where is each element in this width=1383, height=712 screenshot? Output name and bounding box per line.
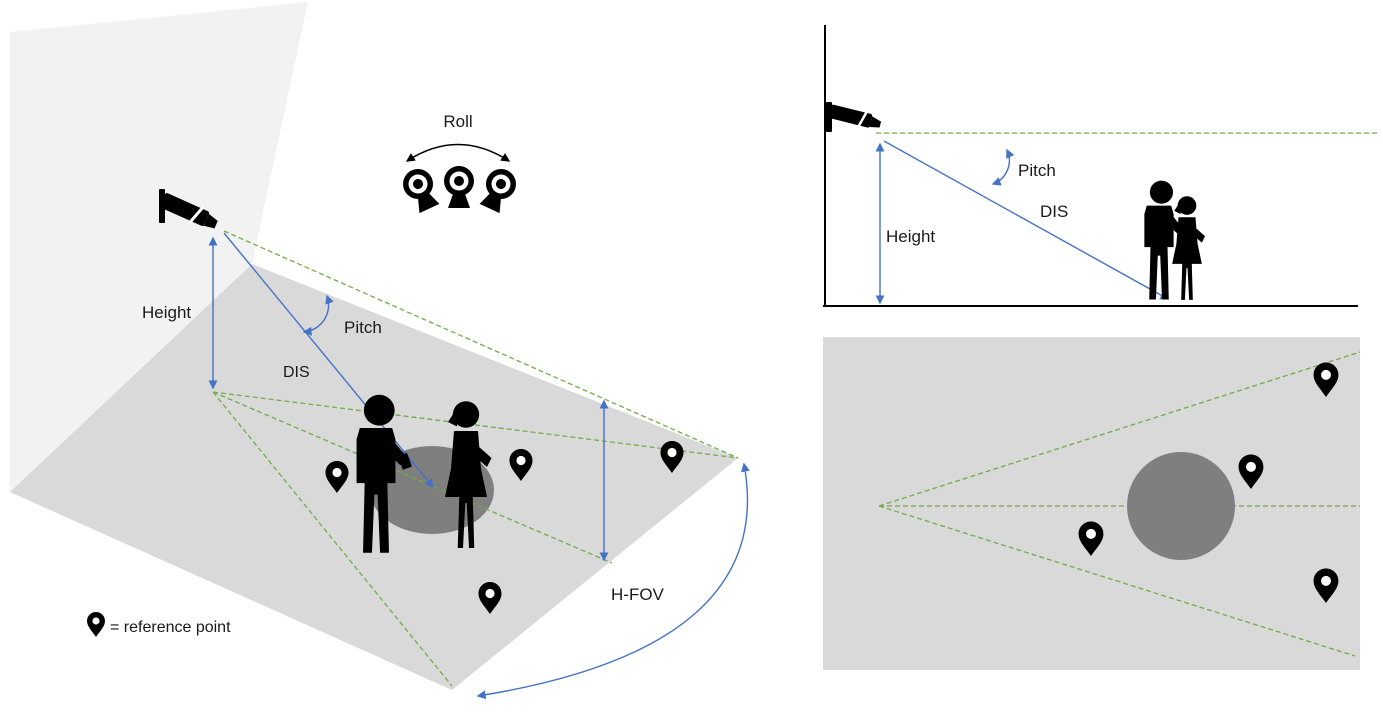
cctv-camera-icon xyxy=(159,189,218,229)
wall-surface xyxy=(10,2,308,492)
webcam-icon-right xyxy=(475,164,521,215)
side-view: Height Pitch DIS xyxy=(823,25,1378,307)
dis-label: DIS xyxy=(283,364,310,381)
top-fov-upper-line xyxy=(878,351,1361,507)
top-view-plane xyxy=(823,337,1360,670)
top-fov-lower-line xyxy=(878,505,1356,657)
fov-upper-edge-line xyxy=(223,230,739,459)
side-dis-label: DIS xyxy=(1040,202,1068,221)
height-label: Height xyxy=(142,303,191,322)
side-dis-arrow xyxy=(883,140,1170,300)
dis-arrow xyxy=(223,232,434,489)
side-person-woman-icon xyxy=(1172,196,1206,300)
fov-floor-right-line xyxy=(212,391,739,459)
top-coverage-spot xyxy=(1127,452,1235,560)
side-height-label: Height xyxy=(886,227,935,246)
pitch-arc xyxy=(302,294,334,336)
side-pitch-arc xyxy=(991,148,1015,186)
legend-text: = reference point xyxy=(110,619,231,636)
hfov-label: H-FOV xyxy=(611,585,665,604)
legend: = reference point xyxy=(87,612,231,637)
legend-pin-icon xyxy=(87,612,105,637)
side-cctv-camera-icon xyxy=(826,102,882,132)
webcam-icon-center xyxy=(444,166,474,208)
pitch-label: Pitch xyxy=(344,318,382,337)
iso-view: Roll Height Pitch DIS H-FOV = reference … xyxy=(10,2,750,700)
roll-label: Roll xyxy=(443,112,472,131)
webcam-icon-left xyxy=(398,164,444,215)
top-view xyxy=(823,337,1361,670)
side-pitch-label: Pitch xyxy=(1018,161,1056,180)
fov-floor-lower-line xyxy=(212,391,453,687)
hfov-arrow xyxy=(476,462,750,700)
roll-arrow xyxy=(405,143,511,162)
